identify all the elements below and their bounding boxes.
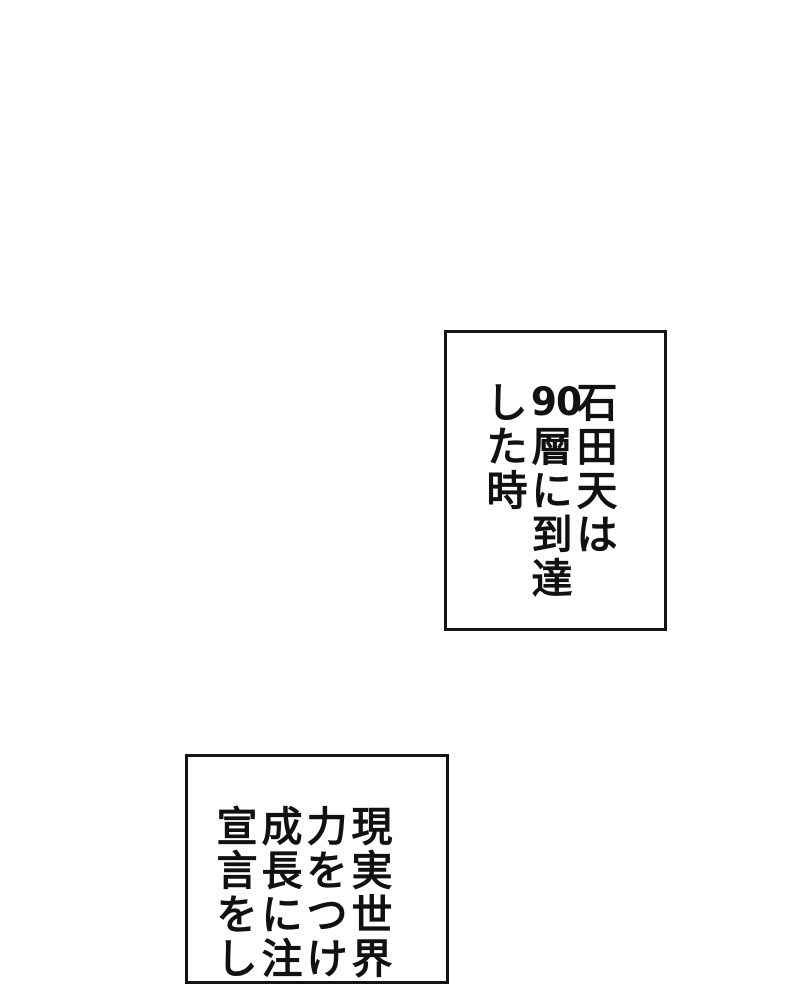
text-column-1: 現 実 世 界 <box>350 805 394 981</box>
glyph: は <box>576 511 618 559</box>
glyph: 宣 <box>216 803 258 851</box>
glyph: を <box>306 847 348 895</box>
text-column-3: 成 長 に 注 <box>260 805 304 981</box>
glyph: 達 <box>531 555 573 603</box>
glyph: に <box>261 891 303 939</box>
comic-panel-lower: 現 実 世 界 力 を つ け 成 長 に 注 宣 言 を し <box>185 754 449 984</box>
glyph: 天 <box>576 467 618 515</box>
glyph: た <box>486 423 528 471</box>
glyph: 言 <box>216 847 258 895</box>
glyph: 力 <box>306 803 348 851</box>
comic-panel-upper: 石 田 天 は 90 層 に 到 達 し た 時 <box>444 330 667 631</box>
glyph: 界 <box>351 935 393 983</box>
glyph: 現 <box>351 803 393 851</box>
glyph: に <box>531 467 573 515</box>
glyph: 到 <box>531 511 573 559</box>
glyph: 層 <box>531 423 573 471</box>
text-column-4: 宣 言 を し <box>215 805 259 981</box>
glyph: 時 <box>486 467 528 515</box>
glyph: つ <box>306 891 348 939</box>
comic-page: 石 田 天 は 90 層 に 到 達 し た 時 <box>185 330 667 984</box>
glyph: 世 <box>351 891 393 939</box>
text-column-2: 90 層 に 到 達 <box>530 380 582 603</box>
text-column-3: し た 時 <box>485 381 529 513</box>
glyph: 田 <box>576 423 618 471</box>
glyph: し <box>216 935 258 983</box>
glyph: し <box>486 379 528 427</box>
glyph-tatechuyoko: 90 <box>530 380 582 425</box>
glyph: 実 <box>351 847 393 895</box>
vertical-text-block-upper: 石 田 天 は 90 層 に 到 達 し た 時 <box>485 380 619 603</box>
glyph: 注 <box>261 935 303 983</box>
text-column-2: 力 を つ け <box>305 805 349 981</box>
vertical-text-block-lower: 現 実 世 界 力 を つ け 成 長 に 注 宣 言 を し <box>215 805 394 981</box>
glyph: 石 <box>576 379 618 427</box>
glyph: 長 <box>261 847 303 895</box>
text-column-1: 石 田 天 は <box>575 381 619 557</box>
glyph: け <box>306 935 348 983</box>
glyph: 成 <box>261 803 303 851</box>
glyph: を <box>216 891 258 939</box>
